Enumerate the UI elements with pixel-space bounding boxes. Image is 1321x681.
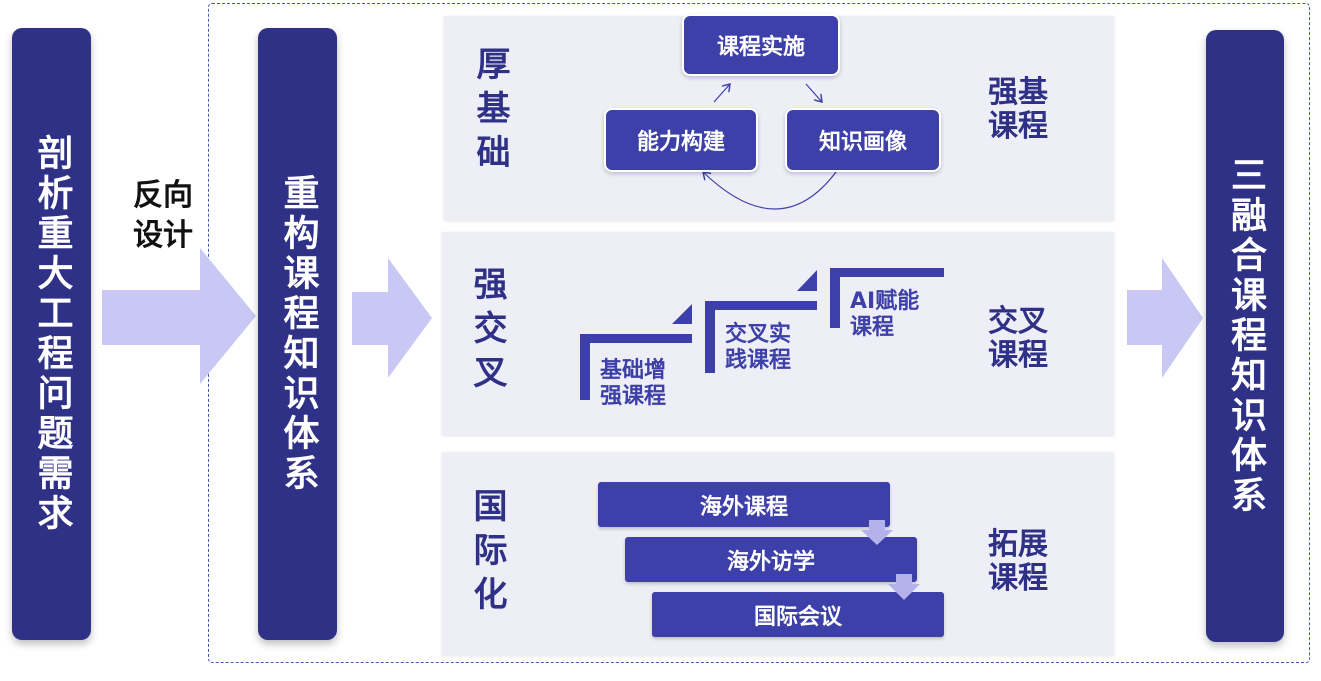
section-cross-panel [442,232,1114,435]
cycle-arrow-bottom [703,172,837,210]
section-cross-right-label: 交叉 课程 [988,304,1048,373]
stair1-top [580,334,692,343]
reverse-design-line1: 反向 [133,178,193,213]
stair1-vertical [580,334,590,400]
down-arrow-1 [861,520,893,545]
section-cross-label: 强交叉 [467,266,507,398]
stair3-top [830,268,944,277]
rebuild-pillar: 重构课程知识体系 [258,28,337,640]
node-capability-building: 能力构建 [604,108,758,172]
to-sections-arrow [352,258,432,378]
section-international-label: 国际化 [467,488,507,620]
result-text: 三融合课程知识体系 [1225,156,1266,516]
rebuild-text: 重构课程知识体系 [277,174,319,494]
problem-analysis-pillar: 剖析重大工程问题需求 [12,28,91,640]
bar-overseas-course: 海外课程 [598,482,890,527]
cycle-arrow-up [713,84,730,103]
stair-text-ai: AI赋能 课程 [850,289,920,340]
node-course-implementation: 课程实施 [682,14,840,76]
node-knowledge-portrait: 知识画像 [785,108,941,172]
cycle-arrow-down [805,83,822,102]
stair3-vertical [830,268,840,328]
stair-text-foundation: 基础增 强课程 [600,358,667,409]
to-result-arrow [1127,258,1203,378]
stair-text-practice: 交叉实 践课程 [725,322,792,373]
reverse-design-line2: 设计 [133,218,193,253]
stair2-corner [797,270,817,291]
stair1-corner [672,304,692,324]
stair2-top [705,301,817,310]
bar-overseas-visit: 海外访学 [625,537,917,582]
down-arrow-2 [888,574,920,600]
stair2-vertical [705,301,715,373]
bar-international-conference: 国际会议 [652,592,944,637]
result-pillar: 三融合课程知识体系 [1206,30,1284,642]
section-international-right-label: 拓展 课程 [988,527,1048,596]
reverse-design-label: 反向 设计 [118,176,208,256]
reverse-design-arrow [102,248,256,384]
problem-analysis-text: 剖析重大工程问题需求 [31,134,73,534]
section-foundation-right-label: 强基 课程 [988,75,1048,144]
section-foundation-label: 厚基础 [470,46,510,178]
